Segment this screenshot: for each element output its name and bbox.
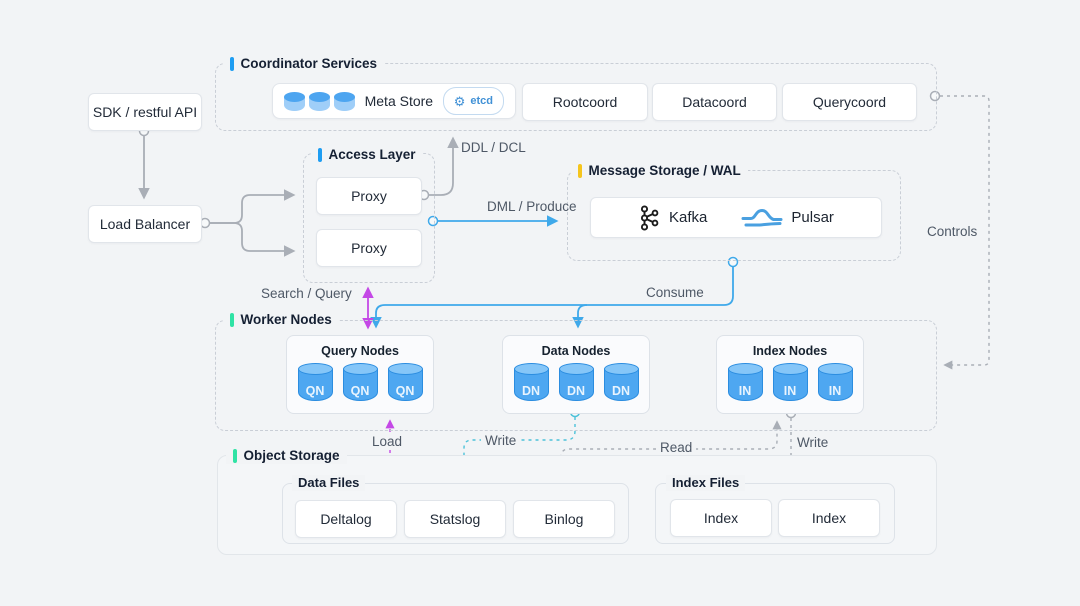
deltalog-node: Deltalog — [295, 500, 397, 538]
access-layer-accent-bar — [318, 147, 322, 162]
coordinator-accent-bar — [230, 56, 234, 71]
data-node-cylinder: DN — [513, 363, 549, 401]
index-file-node-1: Index — [670, 499, 772, 537]
data-node-cylinder: DN — [603, 363, 639, 401]
message-storage-title: Message Storage / WAL — [571, 162, 748, 179]
coordinator-services-title: Coordinator Services — [223, 55, 385, 72]
worker-nodes-accent-bar — [230, 312, 234, 327]
dml-produce-label: DML / Produce — [487, 199, 577, 214]
index-node-cylinder: IN — [817, 363, 853, 401]
meta-store-label: Meta Store — [364, 93, 434, 109]
controls-label: Controls — [927, 224, 978, 239]
proxy-node-1: Proxy — [316, 177, 422, 215]
load-balancer-node: Load Balancer — [88, 205, 202, 243]
worker-nodes-title: Worker Nodes — [223, 311, 339, 328]
rootcoord-node: Rootcoord — [522, 83, 648, 121]
index-nodes-group: Index Nodes IN IN IN — [716, 335, 864, 414]
data-nodes-title: Data Nodes — [541, 344, 611, 358]
index-file-node-2: Index — [778, 499, 880, 537]
index-node-cylinder: IN — [772, 363, 808, 401]
meta-store-db-icon — [284, 91, 355, 111]
pulsar-icon — [741, 208, 783, 226]
kafka-engine: Kafka — [638, 204, 708, 231]
edge-lb-to-proxy1 — [210, 189, 296, 224]
query-node-cylinder: QN — [387, 363, 423, 401]
sdk-node: SDK / restful API — [88, 93, 202, 131]
access-layer-title: Access Layer — [311, 146, 423, 163]
etcd-badge: ⚙ etcd — [442, 87, 504, 115]
datacoord-node: Datacoord — [652, 83, 777, 121]
data-files-group — [282, 483, 629, 544]
write-data-label: Write — [481, 433, 521, 448]
write-index-label: Write — [797, 435, 829, 450]
querycoord-node: Querycoord — [782, 83, 917, 121]
coordinator-services-container — [215, 63, 937, 131]
kafka-label: Kafka — [669, 209, 708, 226]
data-node-cylinder: DN — [558, 363, 594, 401]
load-balancer-label: Load Balancer — [99, 216, 191, 232]
object-storage-title: Object Storage — [226, 447, 347, 464]
meta-store-node: Meta Store ⚙ etcd — [272, 83, 516, 119]
etcd-gear-icon: ⚙ — [453, 93, 466, 109]
query-nodes-group: Query Nodes QN QN QN — [286, 335, 434, 414]
index-files-group — [655, 483, 895, 544]
statslog-node: Statslog — [404, 500, 506, 538]
edge-lb-to-proxy2 — [210, 222, 296, 257]
query-nodes-title: Query Nodes — [321, 344, 399, 358]
object-storage-accent-bar — [233, 448, 237, 463]
index-node-cylinder: IN — [727, 363, 763, 401]
index-nodes-title: Index Nodes — [752, 344, 828, 358]
read-label: Read — [656, 440, 697, 455]
index-files-title: Index Files — [666, 475, 746, 491]
message-engines-box: Kafka Pulsar — [590, 197, 882, 238]
etcd-badge-label: etcd — [470, 95, 493, 107]
query-node-cylinder: QN — [297, 363, 333, 401]
worker-nodes-container — [215, 320, 937, 431]
proxy-node-2: Proxy — [316, 229, 422, 267]
ddl-dcl-label: DDL / DCL — [461, 140, 526, 155]
kafka-icon — [640, 204, 659, 231]
sdk-label: SDK / restful API — [92, 104, 198, 120]
load-label: Load — [368, 434, 407, 449]
data-files-title: Data Files — [292, 475, 366, 491]
pulsar-label: Pulsar — [791, 209, 834, 226]
search-query-label: Search / Query — [261, 286, 352, 301]
message-storage-accent-bar — [578, 163, 582, 178]
pulsar-engine: Pulsar — [741, 205, 834, 231]
binlog-node: Binlog — [513, 500, 615, 538]
consume-label: Consume — [646, 285, 704, 300]
query-node-cylinder: QN — [342, 363, 378, 401]
data-nodes-group: Data Nodes DN DN DN — [502, 335, 650, 414]
